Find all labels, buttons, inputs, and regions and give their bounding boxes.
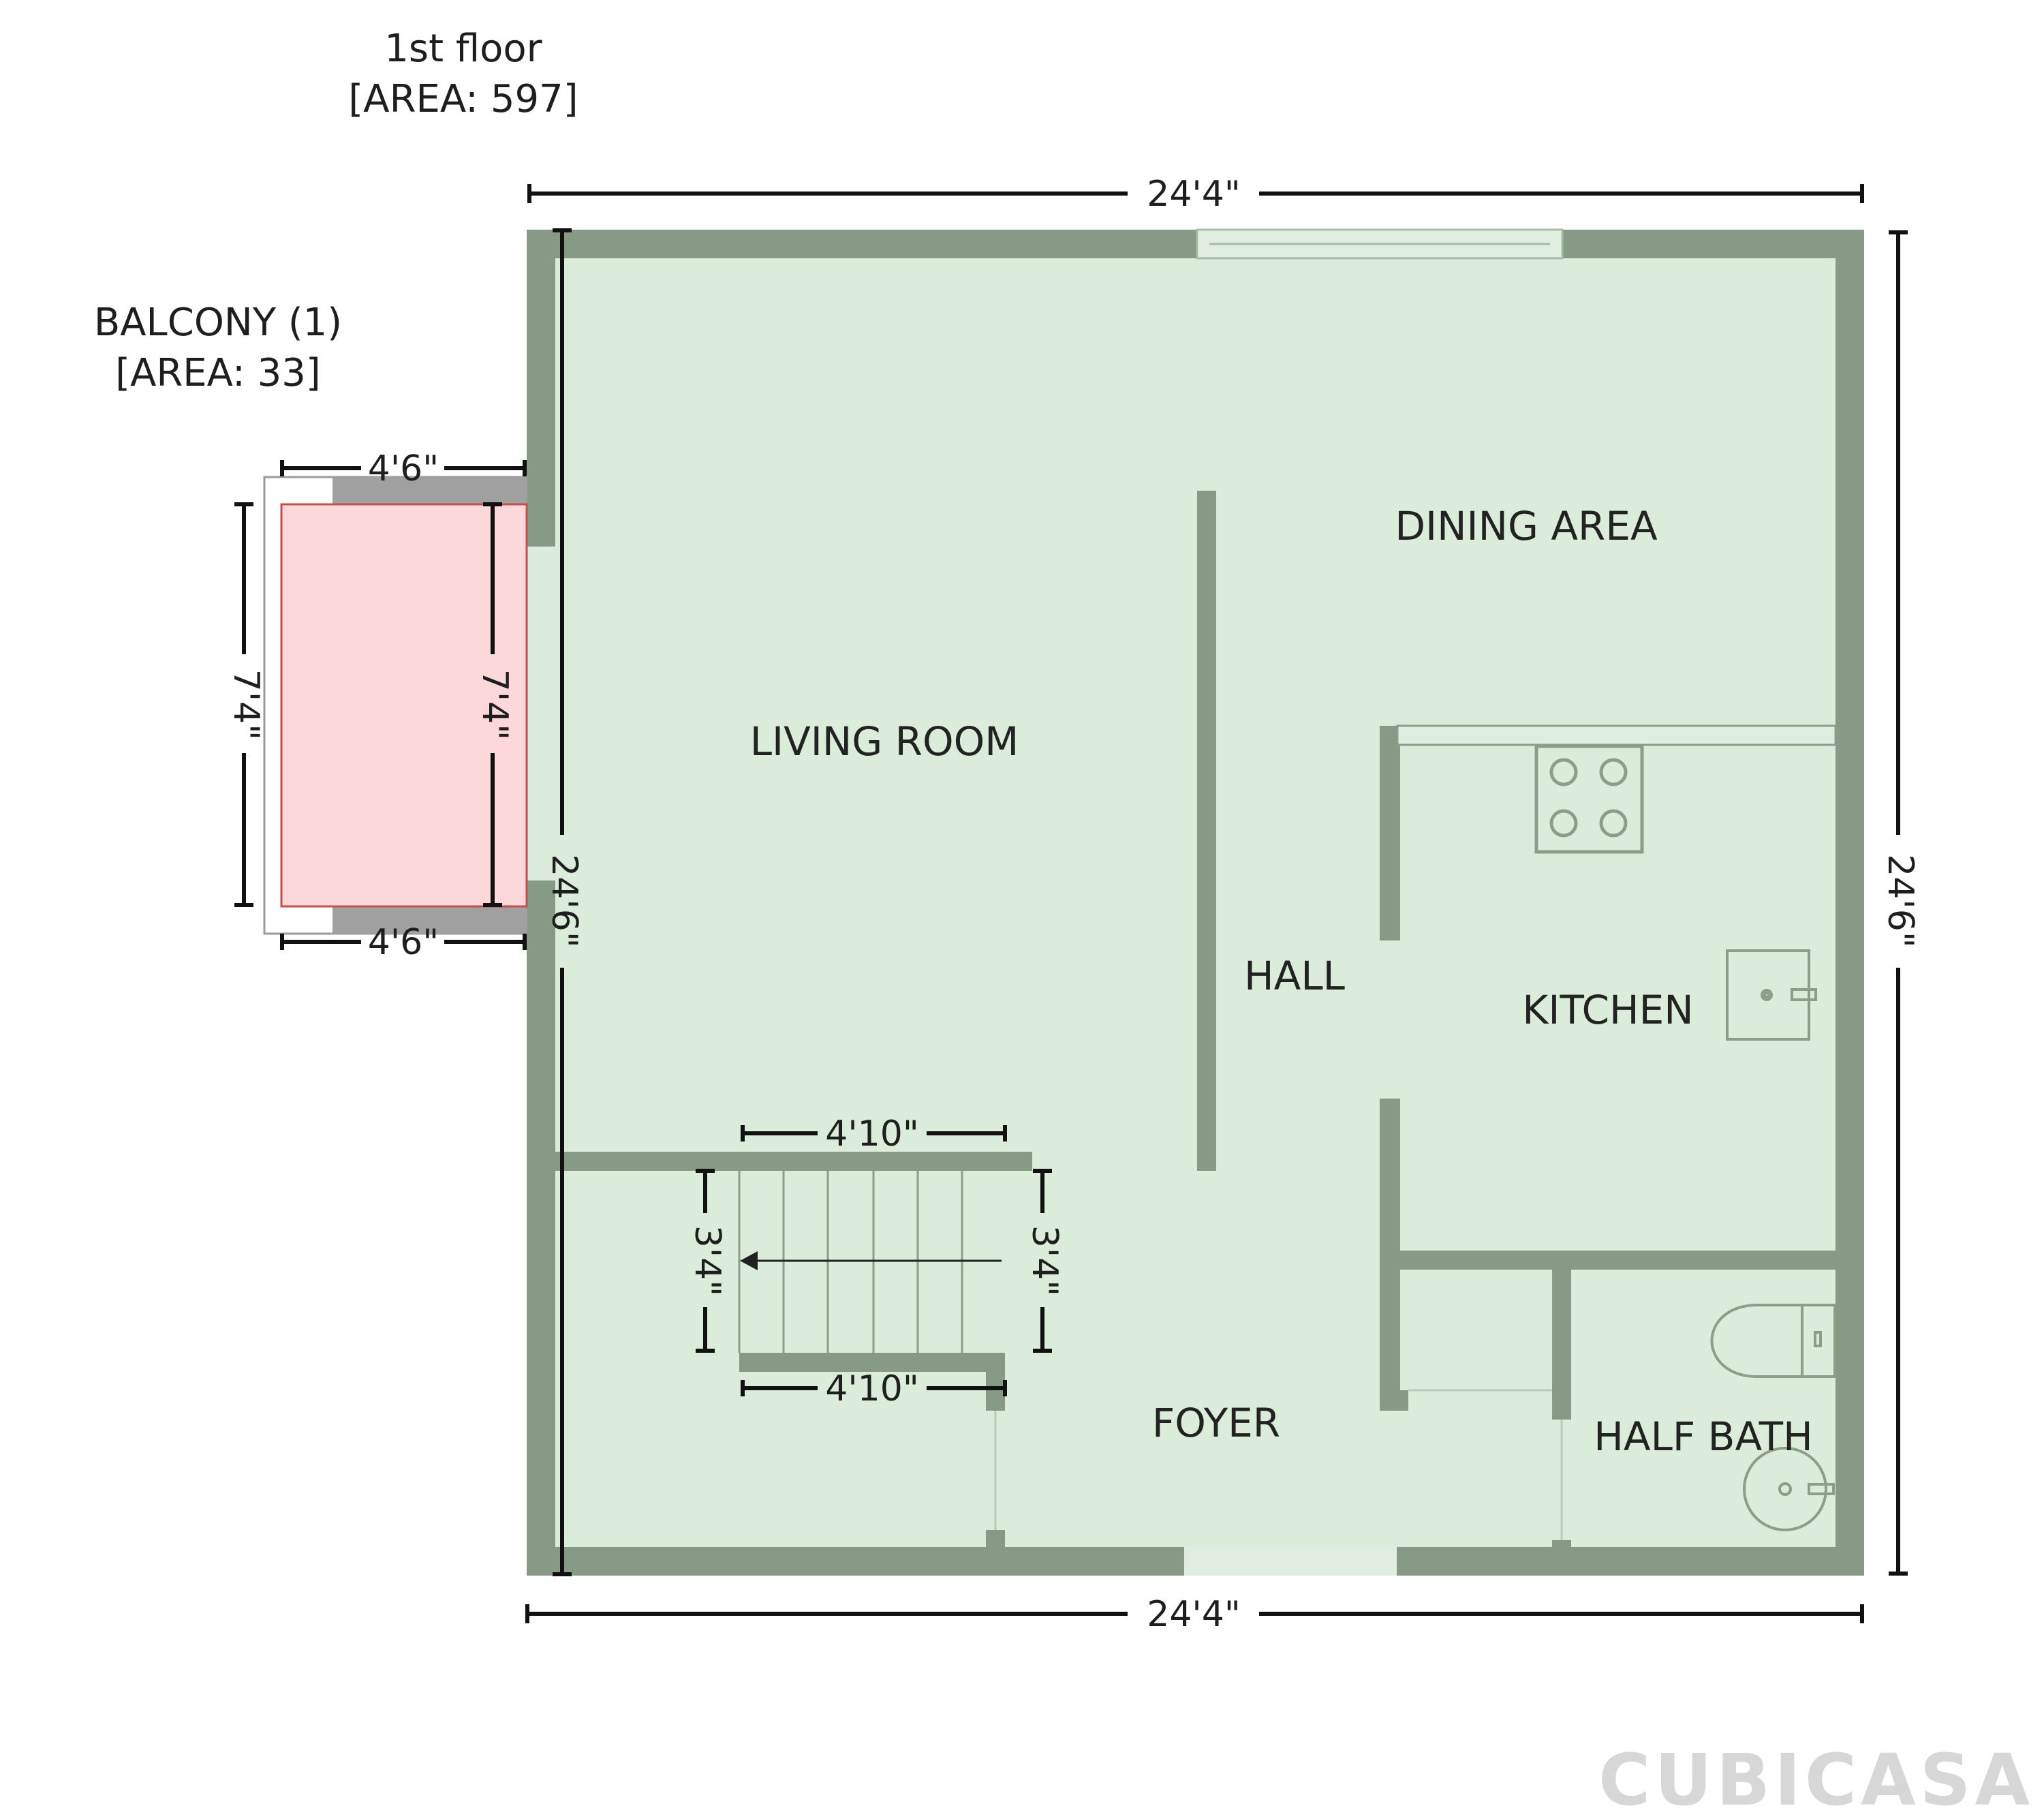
- dimension-top: [527, 184, 1864, 203]
- balcony-dimension-inner: [483, 502, 502, 907]
- dimension-left-inner: [553, 228, 572, 1576]
- balcony-dimension-left-label: 7'4": [226, 669, 266, 740]
- dimension-top-label: 24'4": [1147, 174, 1240, 215]
- balcony-dimension-inner-label: 7'4": [474, 669, 515, 740]
- window-top: [1196, 228, 1564, 260]
- room-kitchen: KITCHEN: [1522, 987, 1693, 1033]
- stairs-dimension-left-label: 3'4": [687, 1225, 728, 1296]
- dimension-bottom: [525, 1604, 1864, 1623]
- room-half-bath: HALF BATH: [1594, 1413, 1812, 1460]
- floor-name: 1st floor: [384, 27, 542, 71]
- interior-walls: [555, 491, 1851, 1554]
- balcony-dimension-top-label: 4'6": [368, 448, 439, 489]
- stairs-dimension-bottom-label: 4'10": [825, 1368, 918, 1409]
- balcony-name: BALCONY (1): [94, 301, 342, 345]
- balcony-dimension-left: [234, 502, 253, 907]
- floor-area: [AREA: 597]: [348, 77, 578, 121]
- room-foyer: FOYER: [1152, 1400, 1280, 1446]
- stairs-dimension-right-label: 3'4": [1024, 1225, 1065, 1296]
- dimension-bottom-label: 24'4": [1147, 1594, 1240, 1635]
- brand-logo: CUBICASA: [1598, 1738, 2034, 1808]
- balcony-dimension-bottom: [280, 934, 527, 950]
- room-dining-area: DINING AREA: [1395, 503, 1658, 549]
- stairs-dimension-left: [696, 1169, 715, 1353]
- floor-area-fill: [527, 230, 1864, 1576]
- kitchen-sink-icon: [1726, 949, 1817, 1041]
- balcony-dimension-bottom-label: 4'6": [368, 922, 439, 963]
- balcony-area: [AREA: 33]: [115, 351, 321, 395]
- bath-sink-icon: [1743, 1447, 1835, 1531]
- room-hall: HALL: [1244, 953, 1345, 999]
- dimension-right: [1889, 230, 1908, 1576]
- stairs-dimension-top: [741, 1125, 1007, 1142]
- balcony: [263, 476, 528, 935]
- room-living-room: LIVING ROOM: [750, 718, 1019, 765]
- stairs-dimension-top-label: 4'10": [825, 1114, 918, 1154]
- stairs-dimension-right: [1033, 1169, 1052, 1353]
- stove-icon: [1534, 744, 1644, 854]
- toilet-icon: [1710, 1304, 1836, 1378]
- dimension-left-inner-label: 24'6": [544, 854, 585, 947]
- entry-door: [1184, 1547, 1397, 1576]
- balcony-dimension-top: [280, 460, 527, 476]
- stairs-dimension-bottom: [741, 1380, 1007, 1396]
- dimension-right-label: 24'6": [1880, 854, 1921, 947]
- kitchen-counter: [1396, 724, 1837, 746]
- stairs-arrow: [740, 1251, 1002, 1270]
